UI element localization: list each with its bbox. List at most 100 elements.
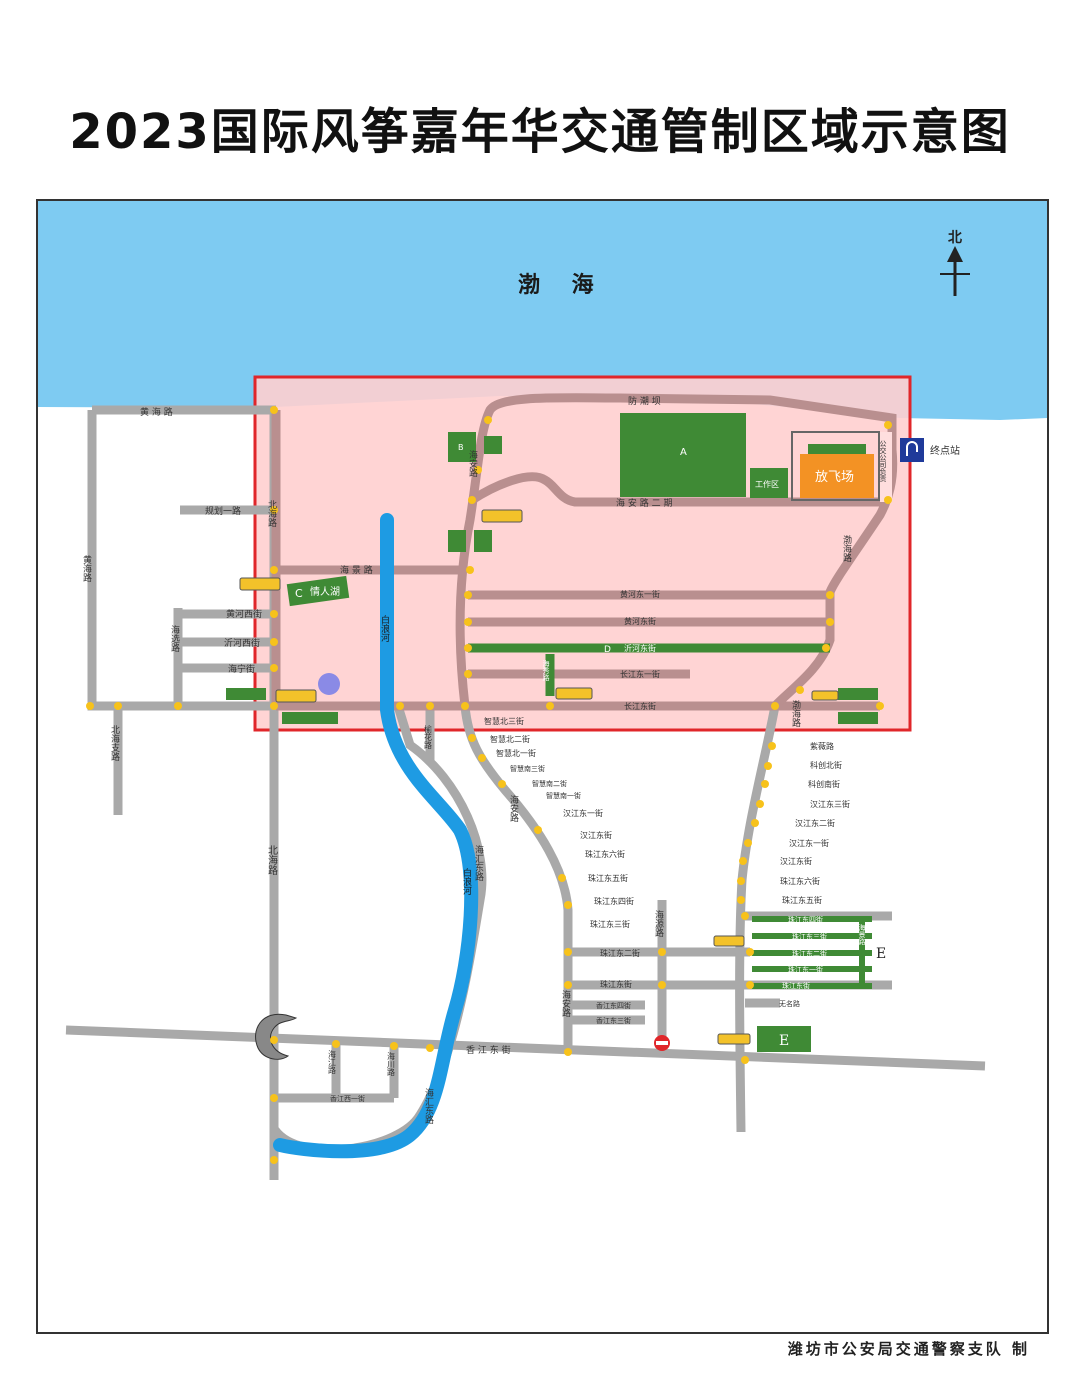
lake-icon <box>318 673 340 695</box>
road-label: 长江东街 <box>624 701 656 711</box>
lot-B1 <box>448 432 476 462</box>
road-label: 珠江东街 <box>600 979 632 989</box>
road-label: 长江东一街 <box>620 669 660 679</box>
lot-B3 <box>448 530 466 552</box>
road-label: 科创北街 <box>810 760 842 770</box>
sea-area <box>38 201 1047 420</box>
lot-B4 <box>474 530 492 552</box>
road-label: 香江东四街 <box>596 1001 631 1010</box>
launch-field-strip <box>808 444 866 454</box>
road-label: 智慧北一街 <box>496 748 536 758</box>
road-label: 渤海路 <box>790 699 801 728</box>
road-label: 榆花路 <box>424 724 433 749</box>
road-label: 汉江东三街 <box>810 799 850 809</box>
launch-field <box>800 454 874 498</box>
road-label: 海 安 路 二 期 <box>616 497 672 509</box>
road-label: 智慧南一街 <box>546 791 581 800</box>
road-label: 香 江 东 街 <box>466 1044 511 1056</box>
road-label: 海 景 路 <box>340 564 373 576</box>
road-label: 珠江东五街 <box>782 895 822 905</box>
road-label: 汉江东街 <box>580 830 612 840</box>
bus-icon <box>481 509 523 523</box>
terminal-label: 终点站 <box>930 444 960 457</box>
road-label: 北海支路 <box>109 725 120 762</box>
road-label: 汉江东一街 <box>789 838 829 848</box>
area-A <box>620 413 746 497</box>
road-label: 黄 海 路 <box>140 406 173 418</box>
bus-icon <box>239 577 281 591</box>
no-entry-bar <box>656 1041 668 1045</box>
lot-B1-label: B <box>458 443 464 452</box>
launch-field-label: 放飞场 <box>815 470 854 485</box>
lot-east-2 <box>838 712 878 724</box>
bus-lane-strip <box>880 432 892 502</box>
bus-icon <box>717 1033 751 1045</box>
road-label: 智慧北三街 <box>484 716 524 726</box>
road-label: 科创南街 <box>808 779 840 789</box>
road-label: 海川路 <box>387 1051 396 1076</box>
road-label: 海江路 <box>328 1049 337 1074</box>
bus-icon <box>811 690 839 701</box>
road-label: 智慧南三街 <box>510 764 545 773</box>
launch-field-frame <box>791 431 880 501</box>
road-label: 香江东三街 <box>596 1016 631 1025</box>
area-C-label: C <box>295 587 303 600</box>
lot-east-1 <box>838 688 878 700</box>
road-label: 渤海路 <box>841 534 852 563</box>
road-label: 珠江东三街 <box>792 932 827 941</box>
road-label: 海安路 <box>467 449 478 478</box>
page-title: 2023国际风筝嘉年华交通管制区域示意图 <box>69 104 1011 160</box>
area-E2 <box>757 1026 811 1052</box>
road-label: 海安路 <box>508 794 519 823</box>
road-label: 珠江东一街 <box>788 965 823 974</box>
bus-icons <box>239 509 839 1045</box>
road-labels: 黄 海 路 黄海路 规划一路 北海路 北海路 海 景 路 黄河西街 沂河西街 海… <box>81 395 866 1125</box>
road-label: 汉江东一街 <box>563 808 603 818</box>
road-label: 黄河西街 <box>226 608 262 620</box>
road-label: 海汇东路 <box>423 1087 434 1125</box>
road-label: 珠江东街 <box>782 981 810 990</box>
road-label: 海汇东路 <box>473 844 484 882</box>
road-label: 北海路 <box>266 500 277 528</box>
north-arrow-icon <box>940 246 970 296</box>
road-label: 黄河东街 <box>624 616 656 626</box>
bus-icon <box>713 935 745 947</box>
footer-credit: 潍坊市公安局交通警察支队 制 <box>787 1340 1030 1358</box>
lot-west-1 <box>226 688 266 700</box>
road-label: 黄海路 <box>81 554 92 583</box>
road-label: 黄河东一街 <box>620 589 660 599</box>
road-label: 沂河西街 <box>224 637 260 649</box>
area-D-label: D <box>604 645 611 655</box>
bus-icon <box>275 689 317 703</box>
road-label: 智慧南二街 <box>532 779 567 788</box>
road-label: 珠江东四街 <box>788 915 823 924</box>
road-label: 香江西一街 <box>330 1094 365 1103</box>
compass-label: 北 <box>948 230 962 246</box>
road-label: 珠江东六街 <box>780 876 820 886</box>
bus-lane-label: 公交公司负责 <box>879 440 887 483</box>
area-C <box>286 575 350 607</box>
road-label: 海景路 <box>858 923 866 946</box>
road-label: 防 潮 坝 <box>628 395 661 407</box>
road-label: 智慧北二街 <box>490 734 530 744</box>
road-label: 北海路 <box>266 845 278 876</box>
area-A-label: A <box>680 447 687 458</box>
u-turn-icon <box>906 441 918 456</box>
area-E2-label: E <box>779 1033 789 1049</box>
road-label: 海选路 <box>169 624 180 653</box>
road-label: 汉江东二街 <box>795 818 835 828</box>
bailang-river <box>273 513 479 1159</box>
road-label: 紫薇路 <box>810 741 834 751</box>
road-label: 规划一路 <box>205 505 241 517</box>
road-label: 珠江东三街 <box>590 919 630 929</box>
sea-label: 渤 海 <box>518 272 606 298</box>
signal-dots <box>86 406 892 1164</box>
controlled-roads <box>271 393 898 711</box>
road-label: 珠江东二街 <box>792 949 827 958</box>
road-label: 海宁街 <box>228 663 255 675</box>
area-E-grid <box>752 916 872 989</box>
road-label: 珠江东四街 <box>594 896 634 906</box>
road-label: 珠江东五街 <box>588 873 628 883</box>
road-label: 珠江东二街 <box>600 948 640 958</box>
